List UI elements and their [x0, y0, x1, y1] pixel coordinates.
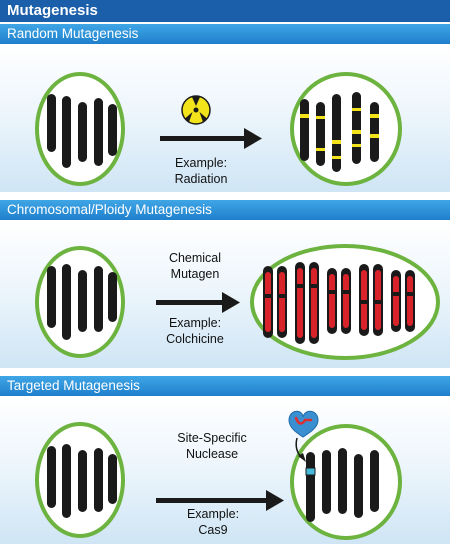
chromosomes-before-ploidy	[47, 264, 117, 340]
example-value: Colchicine	[166, 332, 224, 346]
arrow-targeted	[156, 490, 284, 511]
centromeres	[263, 284, 415, 304]
targeted-diagram	[35, 410, 402, 540]
target-site-mark	[305, 467, 316, 476]
radiation-icon	[181, 95, 211, 125]
section-random-mutagenesis: Random Mutagenesis	[0, 24, 450, 192]
agent-caption-ploidy: Chemical Mutagen	[150, 250, 240, 282]
section-targeted-mutagenesis: Targeted Mutagenesis	[0, 376, 450, 544]
random-diagram	[35, 72, 402, 186]
example-label: Example:	[168, 316, 222, 330]
page-title: Mutagenesis	[0, 0, 450, 22]
agent-line2: Mutagen	[170, 267, 220, 281]
arrow-ploidy	[156, 292, 240, 313]
chromosomes-before-targeted	[47, 444, 117, 518]
mutation-bands	[300, 108, 379, 159]
agent-line2: Nuclease	[185, 447, 239, 461]
agent-line1: Chemical	[168, 251, 222, 265]
section-ploidy-mutagenesis: Chromosomal/Ploidy Mutagenesis	[0, 200, 450, 368]
section-header-ploidy: Chromosomal/Ploidy Mutagenesis	[0, 200, 450, 220]
example-caption-random: Example: Radiation	[156, 155, 246, 187]
section-body-targeted: Site-Specific Nuclease Example: Cas9	[0, 396, 450, 544]
nuclease-protein-icon	[288, 410, 319, 462]
example-label: Example:	[186, 507, 240, 521]
section-body-ploidy: Chemical Mutagen Example: Colchicine	[0, 220, 450, 368]
agent-caption-targeted: Site-Specific Nuclease	[164, 430, 260, 462]
chromosomes-before-random	[47, 94, 117, 168]
section-header-random: Random Mutagenesis	[0, 24, 450, 44]
chromosomes-after-targeted	[306, 448, 379, 522]
arrow-random	[160, 128, 262, 149]
example-value: Radiation	[174, 172, 228, 186]
agent-line1: Site-Specific	[177, 431, 247, 445]
example-caption-ploidy: Example: Colchicine	[150, 315, 240, 347]
example-caption-targeted: Example: Cas9	[170, 506, 256, 538]
section-body-random: Example: Radiation	[0, 44, 450, 192]
example-value: Cas9	[198, 523, 228, 537]
ploidy-diagram	[35, 244, 440, 360]
example-label: Example:	[174, 156, 228, 170]
section-header-targeted: Targeted Mutagenesis	[0, 376, 450, 396]
